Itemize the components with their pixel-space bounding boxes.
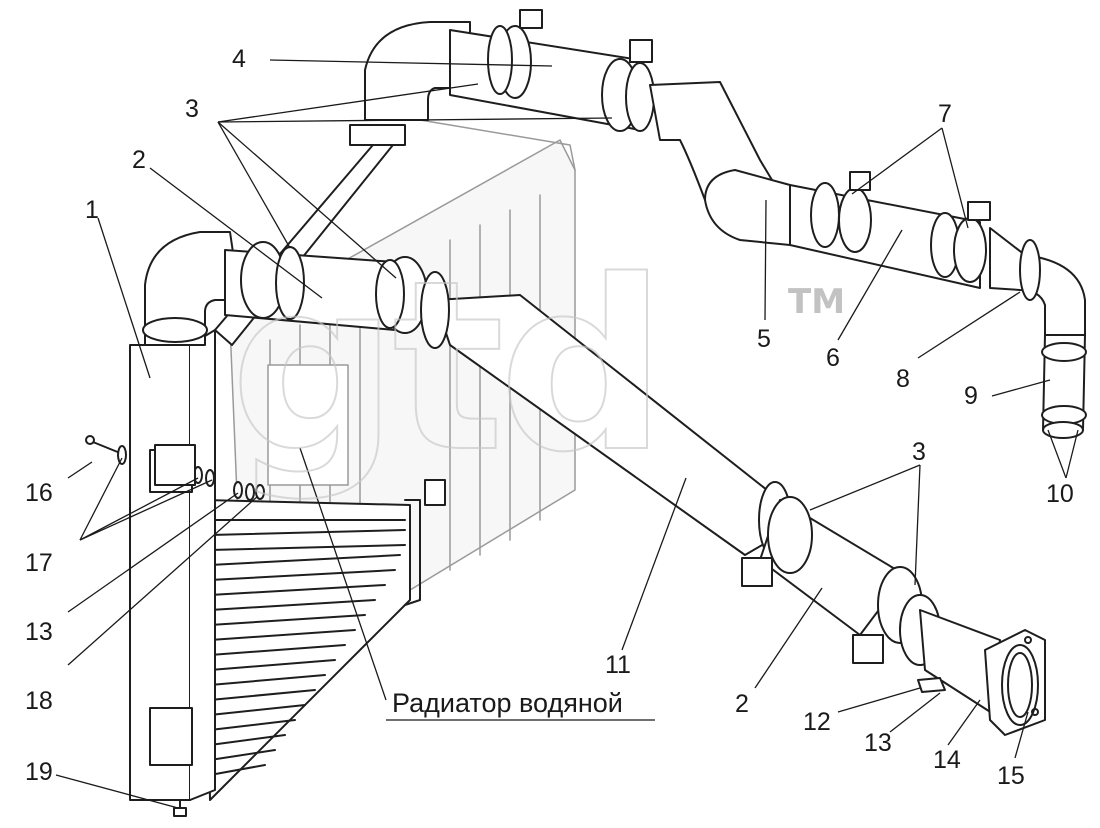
callout-9: 9 [964,382,978,410]
callout-13-right: 13 [864,729,892,757]
intercooler-side-tank [129,329,216,817]
callout-3-upper: 3 [185,95,199,123]
callout-19: 19 [25,758,53,786]
radiator-caption: Радиатор водяной [392,688,623,718]
hose-lower [741,496,941,666]
callout-16: 16 [25,479,53,507]
callout-18: 18 [25,687,53,715]
intercooler-core [204,479,446,801]
outlet-adapter [917,609,1046,736]
callout-2-lower: 2 [735,690,749,718]
callout-6: 6 [826,344,840,372]
callout-11: 11 [605,651,631,679]
leader-lines [55,59,1079,809]
s-pipe-upper [649,81,791,246]
callout-4: 4 [232,45,246,73]
fasteners-left [85,435,265,501]
right-elbow [989,227,1087,439]
callout-3-lower: 3 [912,438,926,466]
callout-7: 7 [938,100,952,128]
top-elbow [364,21,471,121]
callout-2-upper: 2 [132,146,146,174]
callout-15: 15 [997,762,1025,790]
callout-8: 8 [896,365,910,393]
callout-5: 5 [757,325,771,353]
callout-1: 1 [85,196,99,224]
callout-13-left: 13 [25,618,53,646]
callout-10: 10 [1046,480,1074,508]
left-elbow [142,231,241,346]
hose-top [449,9,655,132]
callout-14: 14 [933,746,961,774]
callout-17: 17 [25,549,53,577]
hose-6 [789,171,991,289]
callout-12: 12 [803,708,831,736]
